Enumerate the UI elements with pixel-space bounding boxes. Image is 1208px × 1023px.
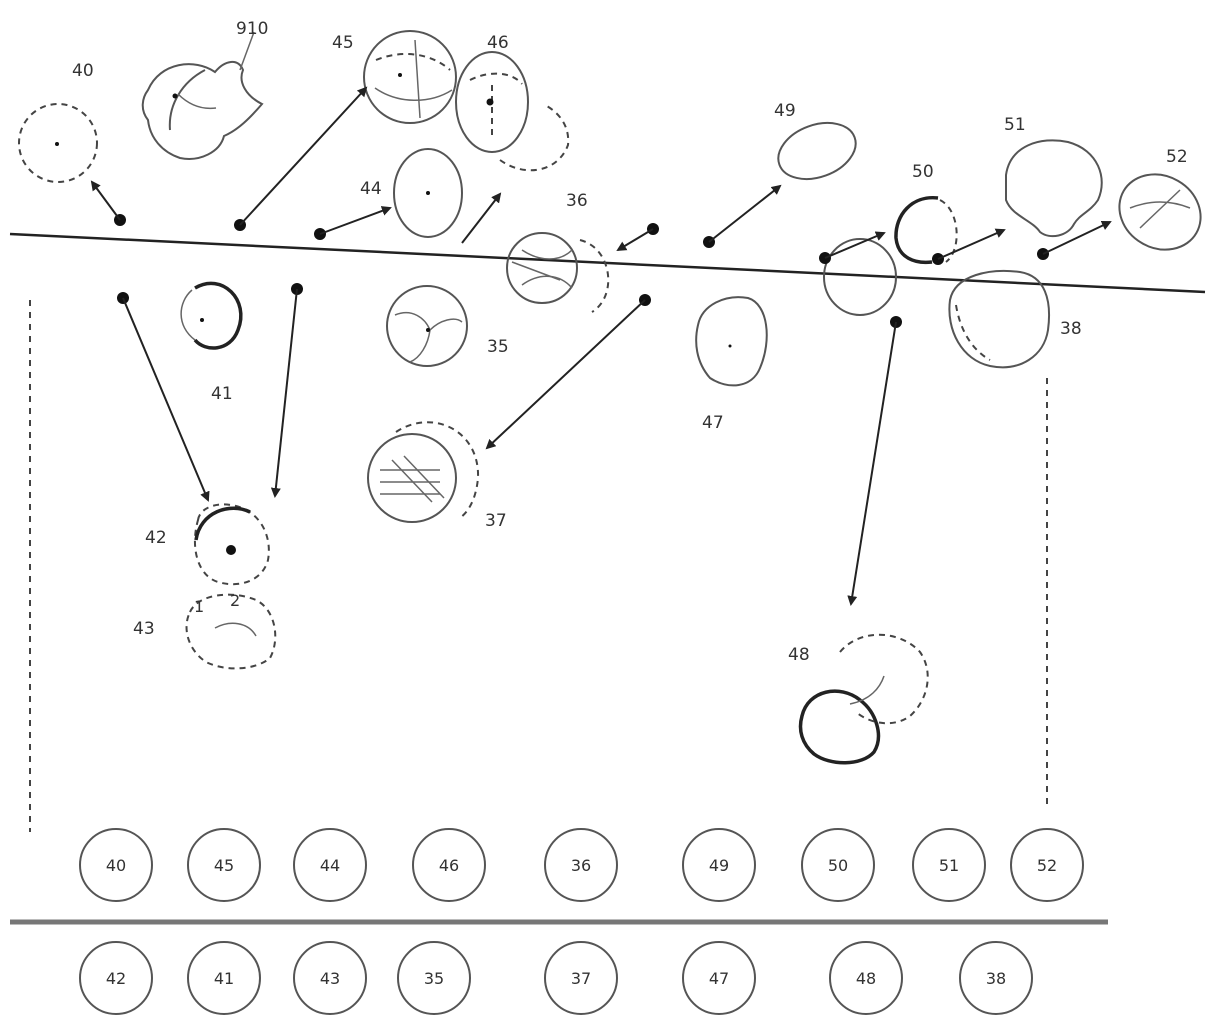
label-49: 49 <box>774 101 796 121</box>
label-910: 910 <box>236 19 268 39</box>
legend-item-40: 40 <box>79 828 153 902</box>
shape-42 <box>193 503 270 586</box>
shape-50 <box>823 196 958 316</box>
label-46: 46 <box>487 33 509 53</box>
legend-circle <box>544 828 618 902</box>
shape-46 <box>455 51 570 172</box>
shape-35 <box>386 285 468 367</box>
shape-36 <box>506 232 610 313</box>
shape-44 <box>393 148 463 238</box>
legend-label: 37 <box>571 969 591 988</box>
shape-47 <box>695 296 768 387</box>
legend-item-51: 51 <box>912 828 986 902</box>
legend-circle <box>829 941 903 1015</box>
label-36: 36 <box>566 191 588 211</box>
label-44: 44 <box>360 179 382 199</box>
legend-label: 47 <box>709 969 729 988</box>
legend-label: 52 <box>1037 856 1057 875</box>
legend-circle <box>412 828 486 902</box>
legend-circle <box>293 941 367 1015</box>
legend-label: 50 <box>828 856 848 875</box>
label-37: 37 <box>485 511 507 531</box>
legend-label: 48 <box>856 969 876 988</box>
legend-label: 35 <box>424 969 444 988</box>
legend-label: 40 <box>106 856 126 875</box>
legend-item-44: 44 <box>293 828 367 902</box>
legend-item-41: 41 <box>187 941 261 1015</box>
legend-circle <box>187 941 261 1015</box>
label-52: 52 <box>1166 147 1188 167</box>
legend-circle <box>293 828 367 902</box>
legend-top-row: 40 45 44 46 36 49 50 51 52 <box>79 828 1084 902</box>
label-51: 51 <box>1004 115 1026 135</box>
label-41: 41 <box>211 384 233 404</box>
legend-label: 44 <box>320 856 340 875</box>
legend-label: 43 <box>320 969 340 988</box>
label-43: 43 <box>133 619 155 639</box>
label-42: 42 <box>145 528 167 548</box>
shape-45 <box>363 30 457 124</box>
shape-48 <box>798 633 929 765</box>
legend-item-46: 46 <box>412 828 486 902</box>
shape-40 <box>18 103 98 183</box>
legend-circle <box>79 828 153 902</box>
legend-item-42: 42 <box>79 941 153 1015</box>
legend-label: 45 <box>214 856 234 875</box>
legend-label: 36 <box>571 856 591 875</box>
legend-circle <box>801 828 875 902</box>
line-dots <box>114 214 1049 328</box>
legend-label: 41 <box>214 969 234 988</box>
legend-item-36: 36 <box>544 828 618 902</box>
label-38: 38 <box>1060 319 1082 339</box>
legend-item-35: 35 <box>397 941 471 1015</box>
legend-circle <box>79 941 153 1015</box>
legend-item-50: 50 <box>801 828 875 902</box>
legend-item-43: 43 <box>293 941 367 1015</box>
shape-49 <box>777 121 857 181</box>
main-line <box>9 232 1206 294</box>
legend-label: 51 <box>939 856 959 875</box>
shape-43: 1 2 <box>185 591 277 670</box>
shape-51 <box>1005 139 1103 238</box>
label-43-sub2: 2 <box>230 591 240 610</box>
legend-circle <box>912 828 986 902</box>
legend-item-37: 37 <box>544 941 618 1015</box>
arrows <box>90 86 1112 606</box>
legend-circle <box>682 941 756 1015</box>
legend-item-38: 38 <box>959 941 1033 1015</box>
legend-circle <box>187 828 261 902</box>
legend-circle <box>682 828 756 902</box>
legend-circle <box>544 941 618 1015</box>
legend-item-45: 45 <box>187 828 261 902</box>
legend-circle <box>1010 828 1084 902</box>
legend-bottom-row: 42 41 43 35 37 47 48 38 <box>79 941 1033 1015</box>
legend-item-52: 52 <box>1010 828 1084 902</box>
label-43-sub1: 1 <box>194 597 204 616</box>
shape-37 <box>367 421 480 523</box>
shape-41 <box>180 281 243 350</box>
label-50: 50 <box>912 162 934 182</box>
shape-910 <box>141 31 264 160</box>
label-47: 47 <box>702 413 724 433</box>
shape-38 <box>948 269 1050 369</box>
shape-52 <box>1118 173 1202 251</box>
label-35: 35 <box>487 337 509 357</box>
legend-label: 49 <box>709 856 729 875</box>
legend-label: 46 <box>439 856 459 875</box>
legend-label: 38 <box>986 969 1006 988</box>
legend-circle <box>959 941 1033 1015</box>
legend-item-49: 49 <box>682 828 756 902</box>
label-48: 48 <box>788 645 810 665</box>
label-40: 40 <box>72 61 94 81</box>
legend-label: 42 <box>106 969 126 988</box>
legend-item-47: 47 <box>682 941 756 1015</box>
legend-item-48: 48 <box>829 941 903 1015</box>
label-45: 45 <box>332 33 354 53</box>
legend-circle <box>397 941 471 1015</box>
